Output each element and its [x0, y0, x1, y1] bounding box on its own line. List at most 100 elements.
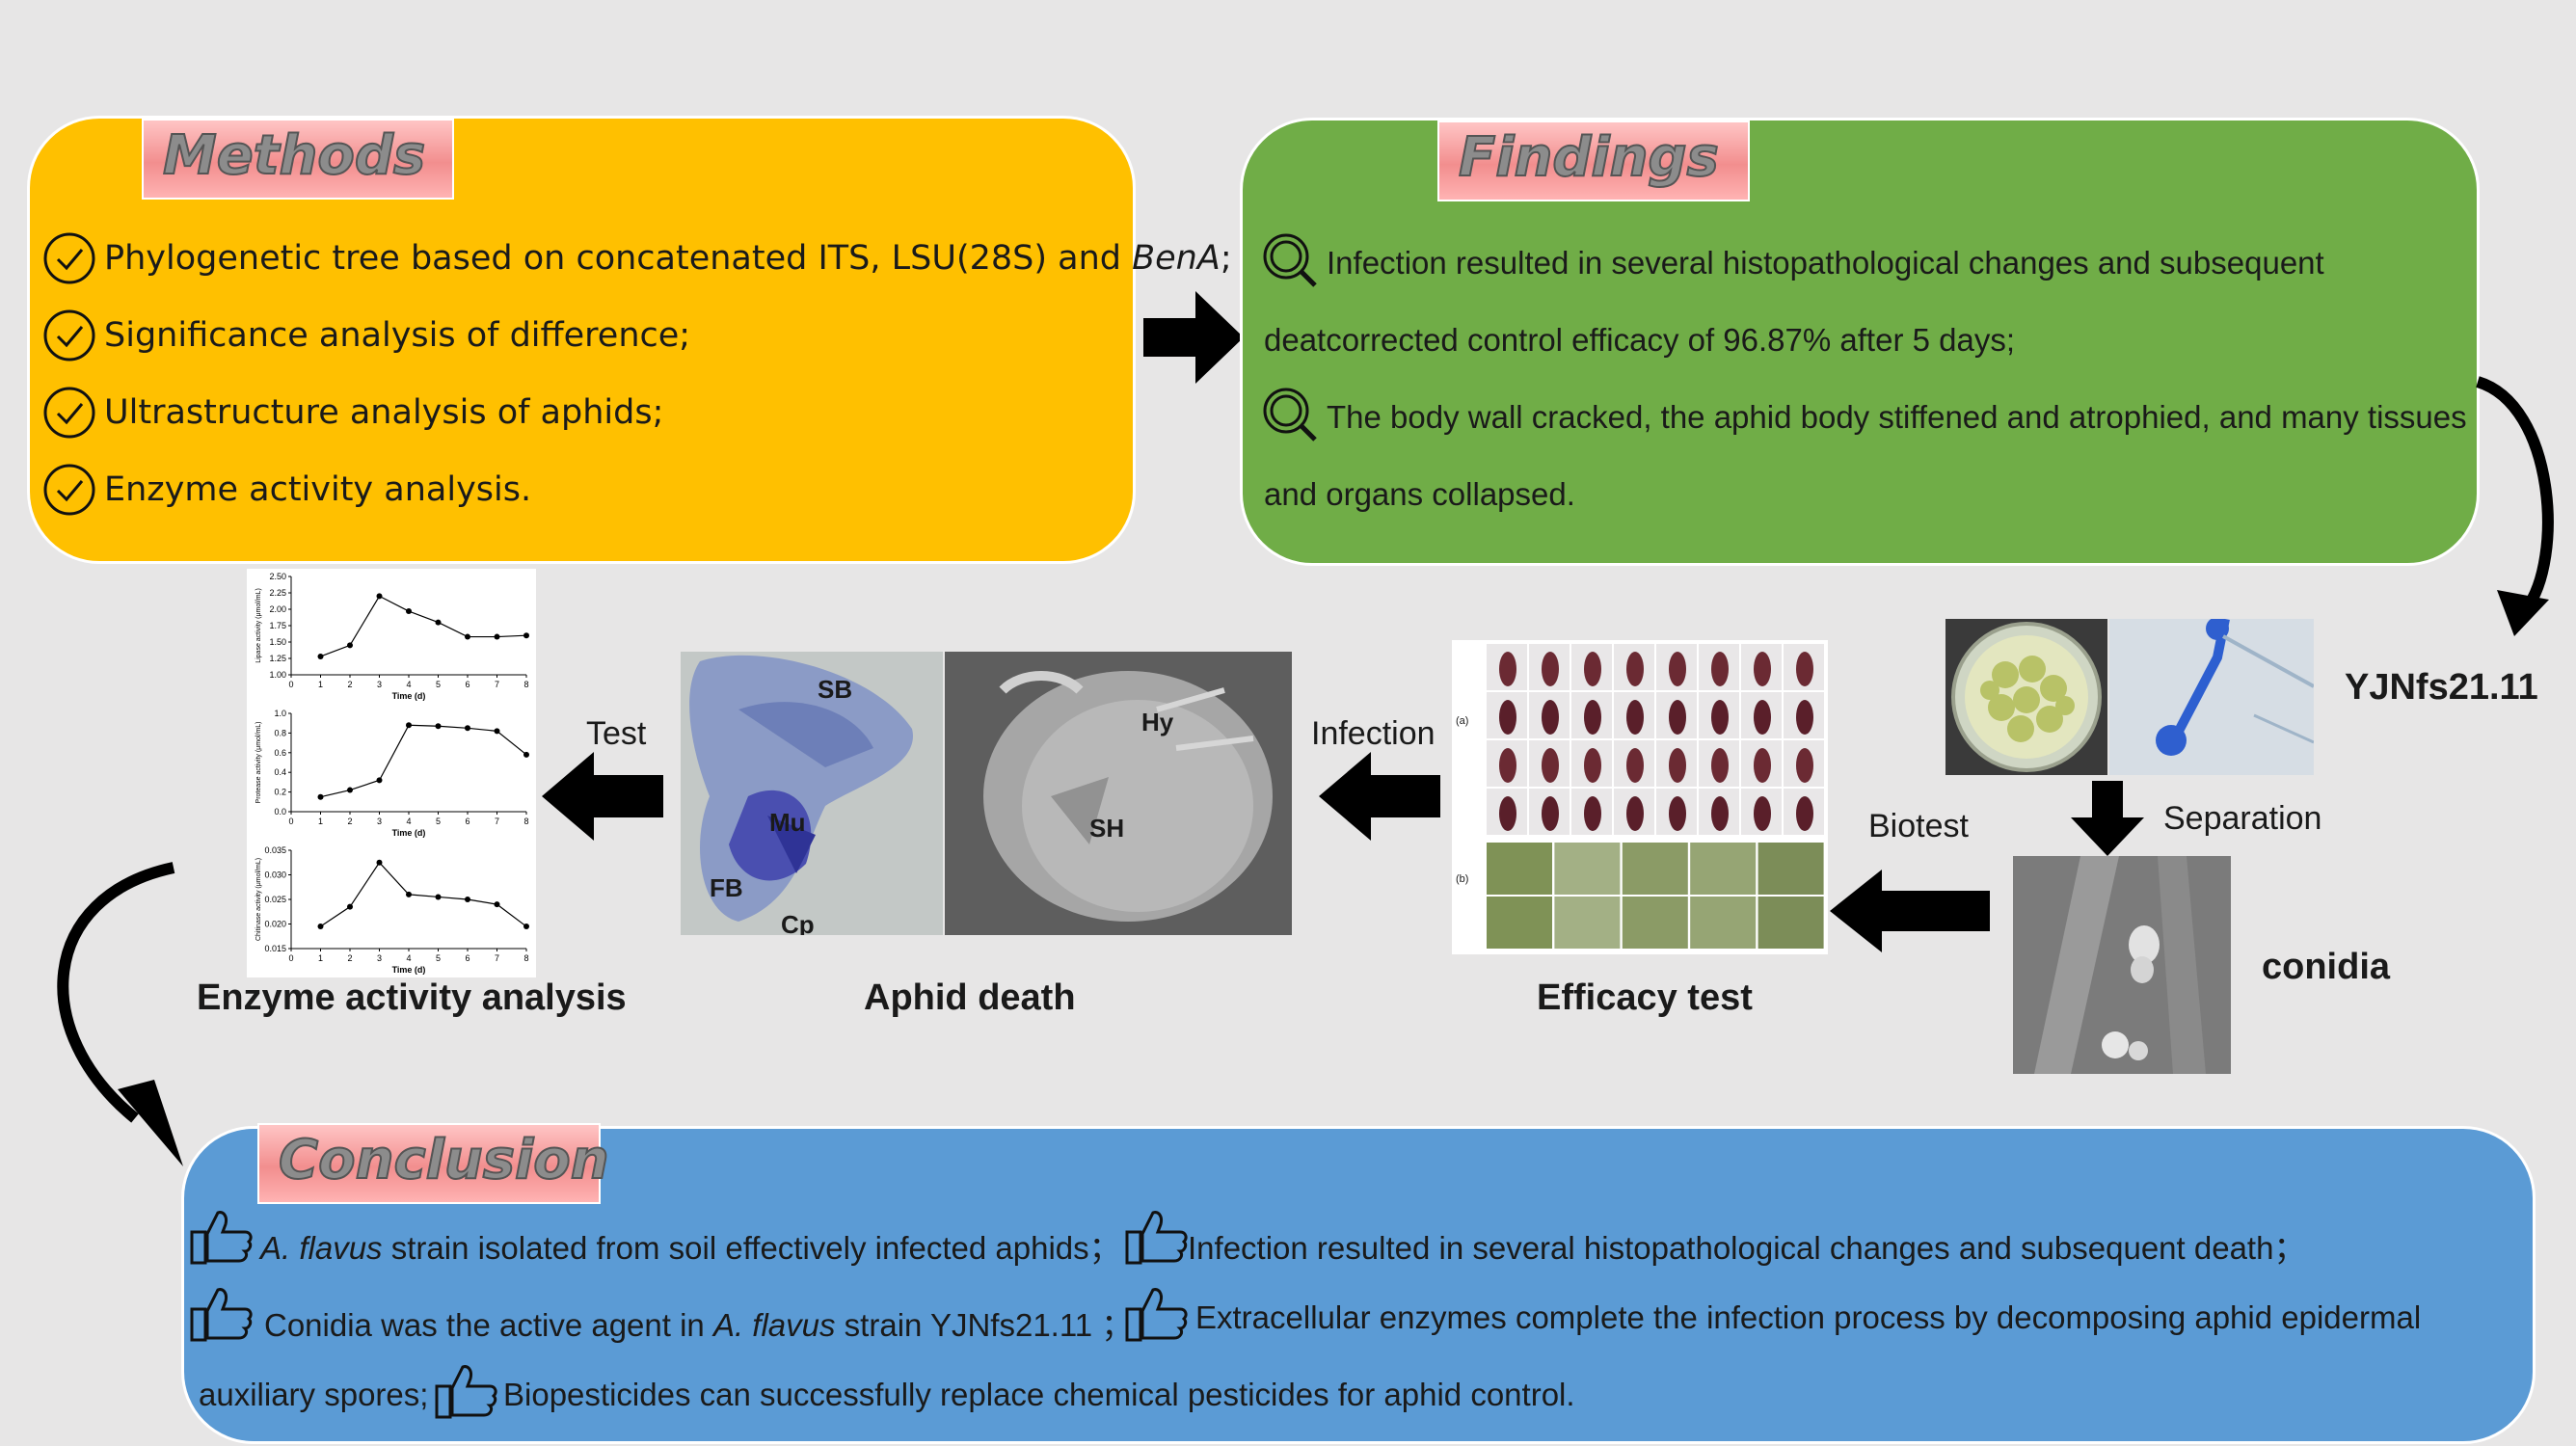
data-point	[406, 891, 412, 897]
thumbs-up-icon	[1125, 1211, 1188, 1265]
leaf-thumbnail	[1626, 700, 1644, 735]
y-tick-label: 2.25	[269, 588, 286, 598]
y-tick-label: 2.50	[269, 572, 286, 581]
efficacy-label-a: (a)	[1456, 715, 1469, 727]
leaf-plate-thumbnail	[1554, 843, 1621, 895]
x-tick-label: 7	[495, 953, 499, 963]
findings-title: Findings	[1458, 125, 1720, 190]
x-tick-label: 3	[377, 817, 382, 826]
data-point	[435, 894, 442, 900]
y-tick-label: 0.025	[264, 895, 286, 904]
findings-line-4: and organs collapsed.	[1264, 476, 1575, 512]
leaf-thumbnail	[1542, 700, 1559, 735]
leaf-thumbnail	[1499, 796, 1516, 831]
label-fb: FB	[710, 873, 743, 902]
x-tick-label: 4	[406, 680, 411, 689]
data-point	[465, 633, 470, 640]
leaf-thumbnail	[1626, 652, 1644, 686]
leaf-thumbnail	[1669, 652, 1686, 686]
findings-line-1: Infection resulted in several histopatho…	[1327, 245, 2324, 281]
leaf-thumbnail	[1796, 652, 1813, 686]
methods-item-3: Ultrastructure analysis of aphids;	[104, 393, 664, 432]
conclusion-point-4-cont: auxiliary spores;	[199, 1377, 429, 1412]
right-arrow-icon	[1143, 291, 1244, 384]
conclusion-point-5: Biopesticides can successfully replace c…	[503, 1377, 1575, 1412]
x-tick-label: 8	[523, 817, 528, 826]
leaf-thumbnail	[1796, 700, 1813, 735]
data-point	[406, 722, 412, 729]
x-tick-label: 7	[495, 817, 499, 826]
check-circle-icon	[43, 309, 95, 362]
data-point	[465, 897, 470, 902]
leaf-thumbnail	[1754, 652, 1771, 686]
y-tick-label: 0.020	[264, 920, 286, 929]
magnifier-icon	[1263, 388, 1317, 442]
efficacy-test-caption: Efficacy test	[1537, 977, 1753, 1018]
y-tick-label: 1.00	[269, 670, 286, 680]
x-tick-label: 1	[318, 953, 323, 963]
data-point	[435, 723, 442, 730]
data-point	[494, 901, 500, 908]
leaf-thumbnail	[1754, 796, 1771, 831]
x-tick-label: 3	[377, 680, 382, 689]
leaf-thumbnail	[1669, 700, 1686, 735]
leaf-thumbnail	[1626, 796, 1644, 831]
y-tick-label: 2.00	[269, 604, 286, 614]
leaf-thumbnail	[1754, 700, 1771, 735]
aphid-section-micrograph: SB Mu FB Cp	[681, 652, 943, 935]
x-tick-label: 2	[347, 817, 352, 826]
efficacy-label-b: (b)	[1456, 873, 1469, 885]
leaf-thumbnail	[1542, 748, 1559, 783]
data-point	[317, 793, 324, 800]
methods-item-4: Enzyme activity analysis.	[104, 470, 532, 509]
data-point	[435, 619, 442, 626]
leaf-thumbnail	[1584, 796, 1601, 831]
x-tick-label: 5	[436, 817, 441, 826]
x-axis-label: Time (d)	[392, 691, 426, 701]
findings-title-tag: Findings	[1437, 120, 1750, 201]
data-point	[376, 593, 383, 600]
label-mu: Mu	[769, 808, 806, 837]
curved-arrow-icon	[57, 862, 183, 1166]
methods-item-2: Significance analysis of difference;	[104, 316, 691, 355]
down-arrow-icon	[2071, 781, 2144, 856]
data-point	[376, 777, 383, 784]
leaf-plate-thumbnail	[1487, 843, 1552, 895]
x-tick-label: 8	[523, 680, 528, 689]
conclusion-title: Conclusion	[278, 1128, 610, 1192]
label-sh: SH	[1089, 814, 1125, 843]
left-arrow-icon	[1830, 870, 1990, 952]
y-tick-label: 1.75	[269, 621, 286, 630]
data-point	[317, 924, 324, 930]
data-point	[376, 859, 383, 866]
test-label: Test	[586, 715, 647, 752]
magnifier-icon	[1263, 233, 1317, 287]
strain-label: YJNfs21.11	[2345, 667, 2538, 708]
y-tick-label: 0.015	[264, 944, 286, 953]
leaf-plate-thumbnail	[1554, 897, 1621, 949]
leaf-thumbnail	[1754, 748, 1771, 783]
y-tick-label: 1.25	[269, 654, 286, 663]
methods-item-1: Phylogenetic tree based on concatenated …	[104, 239, 1232, 278]
thumbs-up-icon	[190, 1288, 253, 1342]
y-tick-label: 1.0	[274, 709, 286, 718]
data-point	[347, 787, 353, 793]
leaf-plate-thumbnail	[1758, 897, 1824, 949]
methods-title-tag: Methods	[142, 119, 454, 200]
left-arrow-icon	[542, 752, 663, 841]
data-point	[347, 642, 353, 649]
x-tick-label: 4	[406, 817, 411, 826]
thumbs-up-icon	[435, 1365, 497, 1419]
conclusion-point-4: Extracellular enzymes complete the infec…	[1195, 1299, 2422, 1335]
leaf-thumbnail	[1711, 652, 1729, 686]
x-tick-label: 6	[465, 953, 470, 963]
label-cp: Cp	[781, 910, 815, 935]
x-tick-label: 6	[465, 680, 470, 689]
findings-line-3: The body wall cracked, the aphid body st…	[1327, 399, 2467, 435]
leaf-thumbnail	[1499, 748, 1516, 783]
y-tick-label: 0.0	[274, 807, 286, 817]
